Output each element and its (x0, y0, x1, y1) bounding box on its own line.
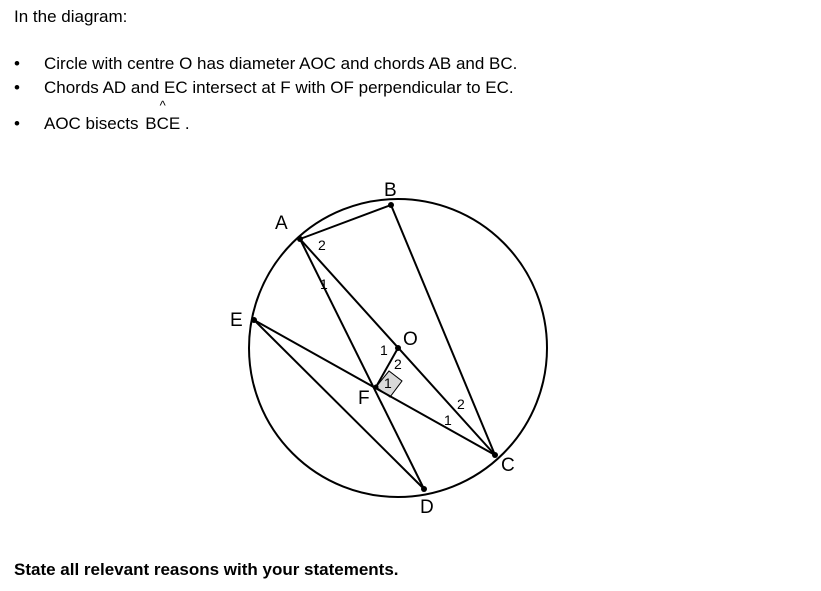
angle-suffix: . (184, 114, 190, 133)
angle-label-f1: 1 (384, 375, 392, 391)
label-e: E (230, 310, 243, 331)
angle-label-a2: 2 (318, 237, 326, 253)
label-a: A (275, 213, 288, 234)
label-b: B (384, 180, 397, 201)
bullet-icon: • (14, 114, 20, 133)
point-f (373, 384, 379, 390)
angle-label-a1: 1 (320, 276, 328, 292)
angle-hat-icon: ^ (159, 98, 166, 113)
given-item-chords: • Chords AD and EC intersect at F with O… (0, 76, 517, 100)
segment-of (375, 347, 399, 388)
label-o: O (403, 329, 418, 350)
given-item-bisects: • AOC bisects B^CE . (0, 99, 517, 136)
given-item-diameter: • Circle with centre O has diameter AOC … (0, 52, 517, 76)
angle-label-o2: 2 (394, 356, 402, 372)
bullet-icon: • (14, 78, 20, 97)
point-b (388, 202, 394, 208)
chord-ab (299, 204, 392, 240)
label-d: D (420, 497, 434, 518)
point-e (251, 317, 257, 323)
circle (248, 198, 548, 498)
bullet-icon: • (14, 54, 20, 73)
given-list: • Circle with centre O has diameter AOC … (0, 52, 517, 136)
instruction-text: State all relevant reasons with your sta… (14, 560, 399, 579)
chord-bc (390, 204, 496, 456)
angle-letter-b: B (145, 114, 157, 133)
angle-vertex-c: ^C (156, 99, 169, 136)
point-c (492, 452, 498, 458)
angle-letter-c: C (156, 114, 169, 133)
angle-bce: B^CE (145, 99, 181, 136)
given-text-bisects: AOC bisects (44, 114, 139, 133)
given-text-chords: Chords AD and EC intersect at F with OF … (44, 78, 514, 97)
angle-label-o1: 1 (380, 342, 388, 358)
chord-ed (253, 319, 425, 490)
point-a (297, 236, 303, 242)
angle-letter-e: E (168, 114, 181, 133)
point-d (421, 486, 427, 492)
angle-label-c2: 2 (457, 396, 465, 412)
label-f: F (358, 388, 370, 409)
point-o (395, 345, 401, 351)
label-c: C (501, 455, 515, 476)
intro-text: In the diagram: (14, 7, 128, 26)
given-text-diameter: Circle with centre O has diameter AOC an… (44, 54, 518, 73)
angle-label-c1: 1 (444, 412, 452, 428)
chord-ad (299, 238, 425, 490)
